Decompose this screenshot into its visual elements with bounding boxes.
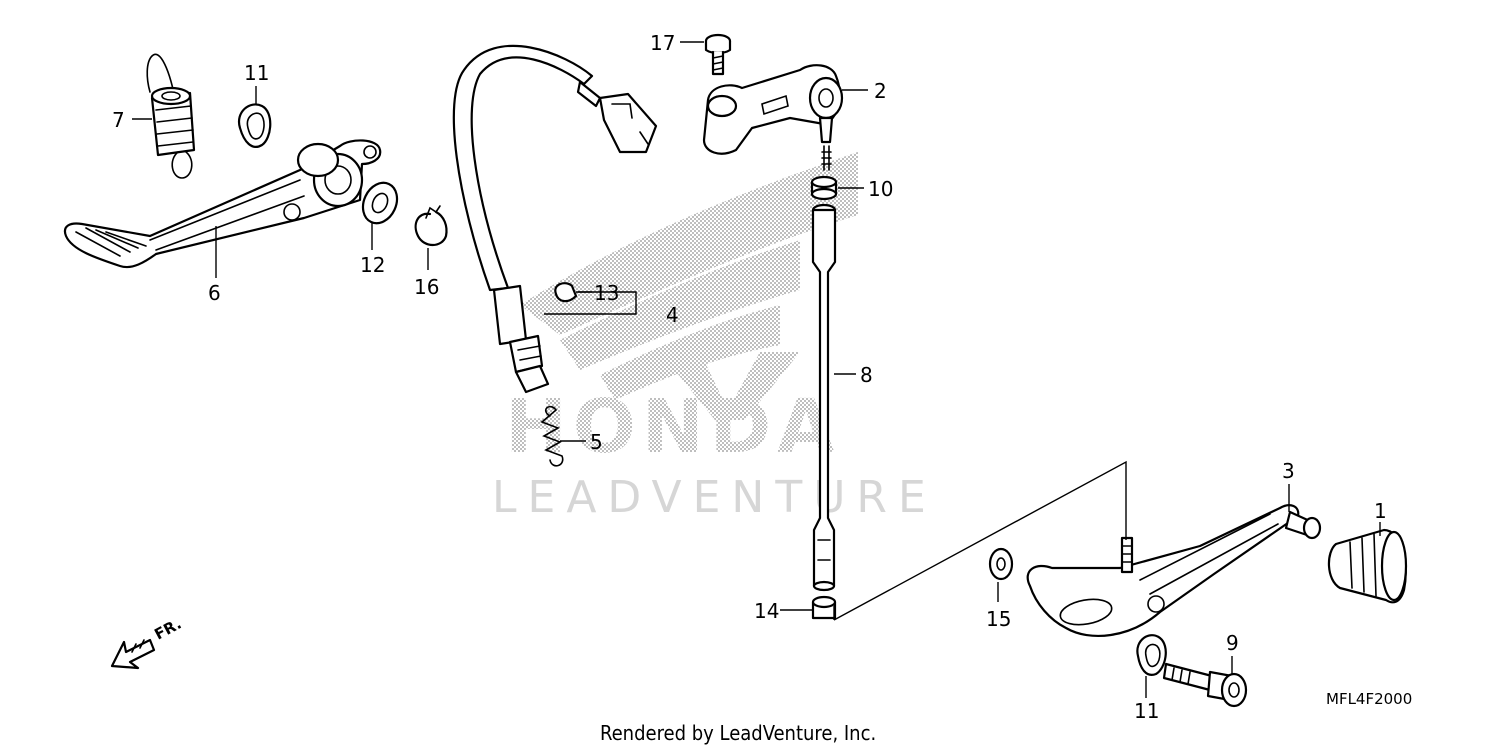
pivot-bolt-9	[1162, 662, 1248, 708]
honda-wing-watermark	[520, 152, 858, 420]
clip-13	[554, 282, 578, 303]
brake-pedal-6	[63, 139, 382, 269]
front-label: FR.	[151, 615, 184, 644]
callout-7: 7	[112, 108, 125, 132]
callout-1: 1	[1374, 499, 1387, 523]
spring-7	[146, 53, 196, 179]
callout-3: 3	[1282, 459, 1295, 483]
callout-11-bottom: 11	[1134, 699, 1159, 723]
credit-text: Rendered by LeadVenture, Inc.	[600, 721, 876, 745]
shift-rod-8	[811, 203, 837, 592]
callout-5: 5	[590, 430, 603, 454]
callout-8: 8	[860, 363, 873, 387]
peg-rubber-1	[1327, 528, 1408, 604]
callout-9: 9	[1226, 631, 1239, 655]
diagram-code: MFL4F2000	[1326, 690, 1412, 708]
callout-10: 10	[868, 177, 893, 201]
callout-12: 12	[360, 253, 385, 277]
callout-13: 13	[594, 281, 619, 305]
bolt-17	[704, 33, 732, 76]
spring-5	[540, 405, 564, 467]
circlip-16	[414, 205, 448, 247]
callout-15: 15	[986, 607, 1011, 631]
callout-4: 4	[666, 303, 679, 327]
shift-pedal-3	[1026, 504, 1322, 638]
nut-14	[811, 595, 837, 620]
callout-14: 14	[754, 599, 779, 623]
callout-17: 17	[650, 31, 675, 55]
washer-11-bottom	[1136, 634, 1167, 676]
brake-switch-4	[452, 44, 658, 394]
nut-10	[810, 175, 838, 201]
shift-arm-2	[702, 64, 844, 171]
callout-6: 6	[208, 281, 221, 305]
leader-lines	[132, 41, 1381, 698]
washer-11-top	[237, 103, 272, 148]
washer-15	[988, 547, 1014, 581]
callout-16: 16	[414, 275, 439, 299]
callout-2: 2	[874, 79, 887, 103]
front-arrow-icon	[110, 638, 156, 670]
callout-11-top: 11	[244, 61, 269, 85]
watermark-dealer: LEADVENTURE	[492, 472, 937, 523]
washer-12	[361, 181, 399, 225]
